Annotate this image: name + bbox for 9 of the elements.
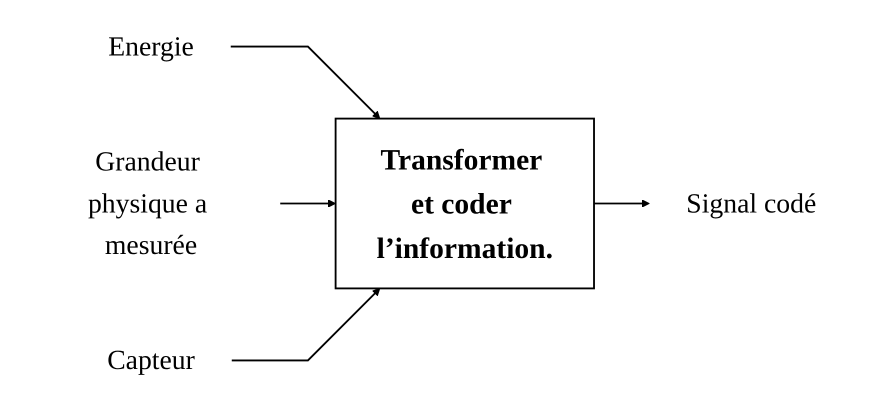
node-text: Signal codé [686,188,816,219]
arrow [232,288,380,362]
node-text: Energie [108,31,194,62]
node-text: Grandeur physique a mesurée [88,146,208,260]
arrow [230,46,380,119]
node-text: Capteur [107,345,195,376]
arrow [280,199,336,208]
node-box: Transformer et coder l’information. [334,118,595,290]
arrow [594,199,650,208]
